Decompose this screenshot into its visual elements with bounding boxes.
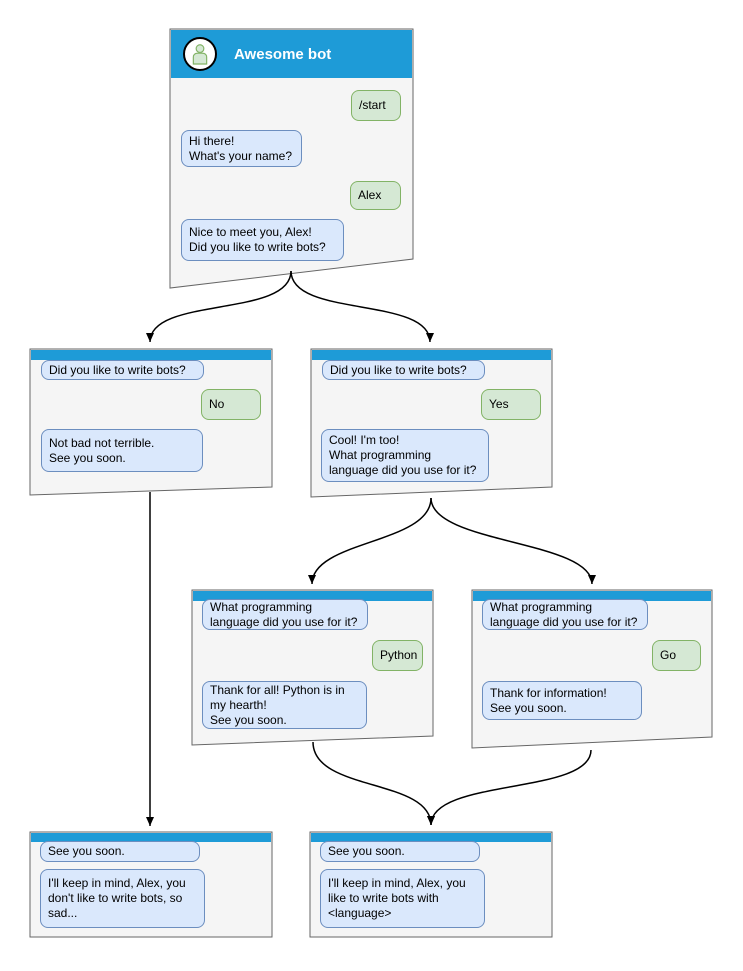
bot-message-bubble: Thank for information! See you soon. xyxy=(482,681,642,720)
chat-title: Awesome bot xyxy=(234,45,332,63)
connector-yes-to-go xyxy=(430,497,596,585)
user-message-bubble: Alex xyxy=(350,181,401,210)
user-message-bubble: No xyxy=(201,389,261,420)
bot-message-bubble: Did you like to write bots? xyxy=(41,360,204,380)
connector-yes-to-python xyxy=(308,497,432,585)
connector-go-to-happy xyxy=(427,749,592,826)
chat-header-bar-happy-ending xyxy=(311,833,551,842)
bot-message-bubble: Cool! I'm too! What programming language… xyxy=(321,429,489,482)
chat-header-bar-no-branch xyxy=(31,350,271,360)
connector-main-to-no xyxy=(146,270,292,343)
avatar xyxy=(183,37,217,71)
user-message-bubble: Yes xyxy=(481,389,541,420)
bot-message-bubble: Thank for all! Python is in my hearth! S… xyxy=(202,681,367,729)
chat-header-bar-sad-ending xyxy=(31,833,271,842)
bot-message-bubble: What programming language did you use fo… xyxy=(482,599,648,630)
bot-message-bubble: Nice to meet you, Alex! Did you like to … xyxy=(181,219,344,261)
chat-header-bar-python-branch xyxy=(193,591,432,601)
chat-header-bar-yes-branch xyxy=(312,350,551,360)
bot-message-bubble: See you soon. xyxy=(40,841,200,862)
bot-message-bubble: I'll keep in mind, Alex, you like to wri… xyxy=(320,869,485,928)
bot-message-bubble: Did you like to write bots? xyxy=(322,360,485,380)
bot-message-bubble: I'll keep in mind, Alex, you don't like … xyxy=(40,869,205,928)
user-message-bubble: Python xyxy=(372,640,423,671)
chat-header-bar-go-branch xyxy=(473,591,711,601)
bot-message-bubble: Not bad not terrible. See you soon. xyxy=(41,429,203,472)
bot-message-bubble: See you soon. xyxy=(320,841,480,862)
user-message-bubble: Go xyxy=(652,640,701,671)
bot-message-bubble: What programming language did you use fo… xyxy=(202,599,368,630)
bot-message-bubble: Hi there! What's your name? xyxy=(181,130,302,167)
user-message-bubble: /start xyxy=(351,90,401,121)
chat-header-main: Awesome bot xyxy=(171,30,412,78)
connector-main-to-yes xyxy=(290,270,434,343)
connector-python-to-happy xyxy=(312,741,435,826)
person-icon xyxy=(192,44,208,65)
